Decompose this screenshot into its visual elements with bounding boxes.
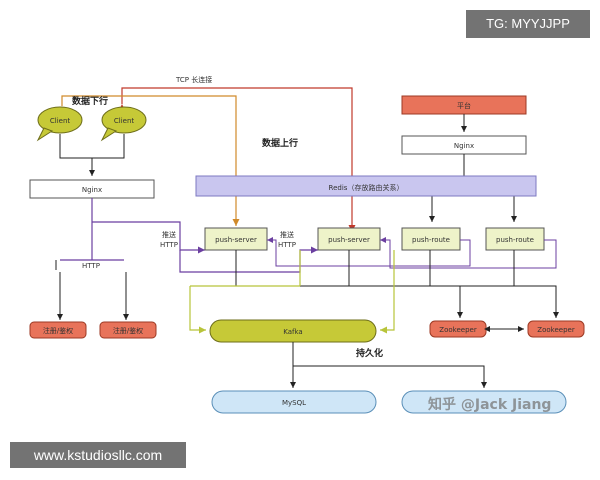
register-auth-label-2: 注册/鉴权 bbox=[113, 326, 143, 335]
persist-label: 持久化 bbox=[356, 347, 383, 359]
push-route-node-1: push-route bbox=[401, 227, 461, 251]
client-node-1: Client bbox=[36, 106, 83, 142]
platform-label: 平台 bbox=[457, 101, 471, 110]
client-node-2: Client bbox=[100, 106, 147, 142]
zookeeper-label-1: Zookeeper bbox=[439, 326, 477, 334]
push-server-label-1: push-server bbox=[215, 236, 257, 244]
push-server-node-1: push-server bbox=[204, 227, 268, 251]
platform-node: 平台 bbox=[401, 95, 527, 115]
mysql-node: MySQL bbox=[211, 390, 377, 414]
zhihu-watermark: 知乎 @Jack Jiang bbox=[428, 397, 552, 413]
kafka-label: Kafka bbox=[283, 328, 302, 336]
nginx-right-node: Nginx bbox=[401, 135, 527, 155]
push-route-node-2: push-route bbox=[485, 227, 545, 251]
push-route-label-2: push-route bbox=[496, 236, 534, 244]
register-auth-node-1: 注册/鉴权 bbox=[29, 321, 87, 339]
client-label-2: Client bbox=[114, 117, 135, 125]
redis-label: Redis（存放路由关系） bbox=[329, 183, 404, 192]
push-http-label-1b: HTTP bbox=[160, 241, 178, 249]
zookeeper-node-2: Zookeeper bbox=[527, 320, 585, 338]
push-server-label-2: push-server bbox=[328, 236, 370, 244]
push-server-node-2: push-server bbox=[317, 227, 381, 251]
client-label-1: Client bbox=[50, 117, 71, 125]
nginx-left-node: Nginx bbox=[29, 179, 155, 199]
push-route-label-1: push-route bbox=[412, 236, 450, 244]
push-http-label-2b: HTTP bbox=[278, 241, 296, 249]
kafka-node: Kafka bbox=[209, 319, 377, 343]
down-label: 数据下行 bbox=[72, 95, 108, 107]
tcp-connection-lines bbox=[58, 87, 356, 232]
storage-node-2 bbox=[401, 390, 567, 414]
site-watermark: www.kstudiosllc.com bbox=[10, 442, 186, 468]
register-auth-node-2: 注册/鉴权 bbox=[99, 321, 157, 339]
mysql-label: MySQL bbox=[282, 399, 306, 407]
tcp-label: TCP 长连接 bbox=[175, 75, 212, 84]
push-http-label-2a: 推送 bbox=[280, 230, 294, 239]
nginx-left-label: Nginx bbox=[82, 186, 102, 194]
register-auth-label-1: 注册/鉴权 bbox=[43, 326, 73, 335]
http-label: HTTP bbox=[82, 262, 100, 270]
nginx-right-label: Nginx bbox=[454, 142, 474, 150]
tg-watermark: TG: MYYJJPP bbox=[466, 10, 590, 38]
zookeeper-label-2: Zookeeper bbox=[537, 326, 575, 334]
redis-node: Redis（存放路由关系） bbox=[195, 175, 537, 197]
up-label: 数据上行 bbox=[262, 137, 298, 149]
zookeeper-node-1: Zookeeper bbox=[429, 320, 487, 338]
push-http-label-1a: 推送 bbox=[162, 230, 176, 239]
